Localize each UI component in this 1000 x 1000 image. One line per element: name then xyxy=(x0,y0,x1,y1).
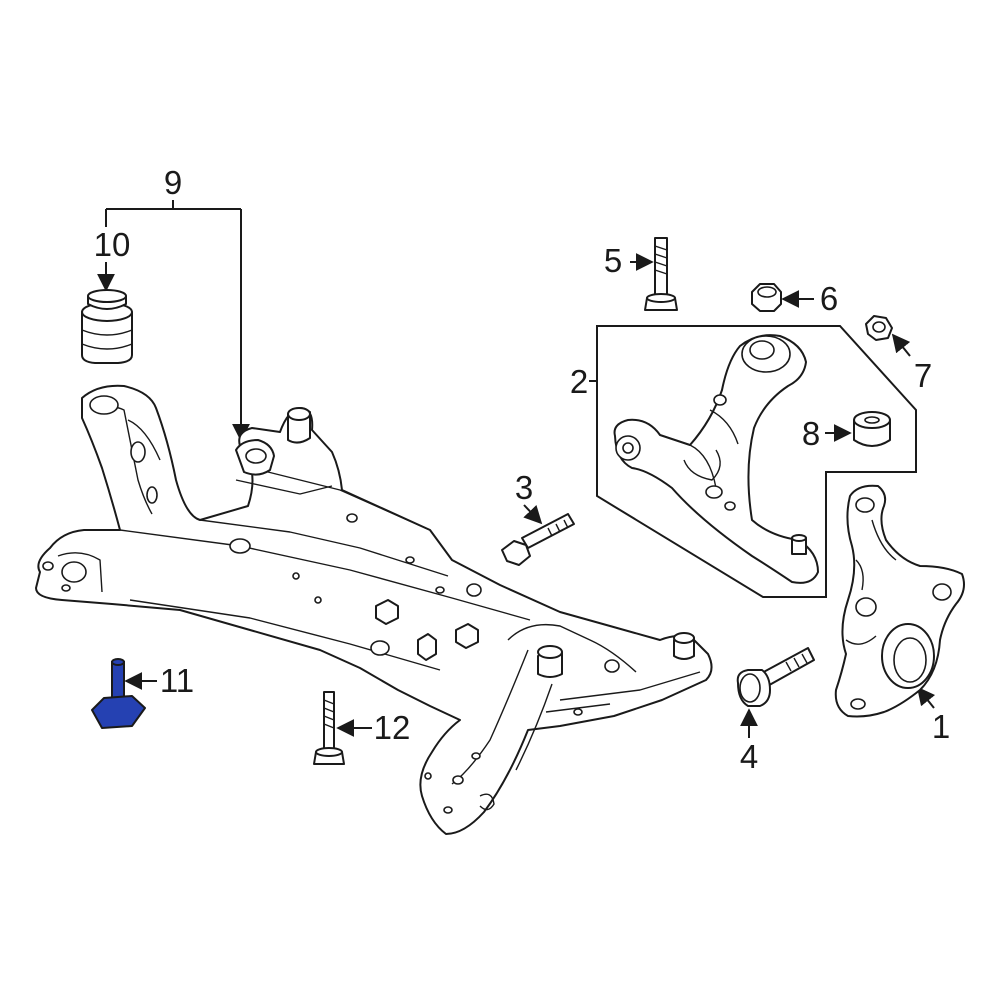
leader-lines xyxy=(97,200,936,738)
part-2-lower-control-arm[interactable] xyxy=(596,325,917,598)
callout-3: 3 xyxy=(515,469,533,506)
part-4-bolt[interactable] xyxy=(736,647,815,707)
callout-7: 7 xyxy=(914,357,932,394)
part-7-nut[interactable] xyxy=(865,315,893,341)
part-10-bushing[interactable] xyxy=(81,289,133,364)
part-12-bolt[interactable] xyxy=(313,691,345,765)
part-11-bolt-highlighted[interactable] xyxy=(91,658,146,729)
part-3-bolt[interactable] xyxy=(501,513,575,566)
callout-4: 4 xyxy=(740,738,758,775)
part-6-nut[interactable] xyxy=(751,283,782,312)
part-1-steering-knuckle[interactable] xyxy=(834,484,965,718)
callout-8: 8 xyxy=(802,415,820,452)
callout-9: 9 xyxy=(164,164,182,201)
callout-2: 2 xyxy=(570,363,588,400)
callout-6: 6 xyxy=(820,280,838,317)
callout-1: 1 xyxy=(932,708,950,745)
part-8-bushing[interactable] xyxy=(853,411,891,447)
callout-12: 12 xyxy=(374,709,411,746)
part-5-bolt[interactable] xyxy=(644,237,678,311)
callout-11: 11 xyxy=(160,662,194,699)
callout-5: 5 xyxy=(604,242,622,279)
callout-10: 10 xyxy=(94,226,131,263)
part-9-subframe[interactable] xyxy=(35,384,713,835)
